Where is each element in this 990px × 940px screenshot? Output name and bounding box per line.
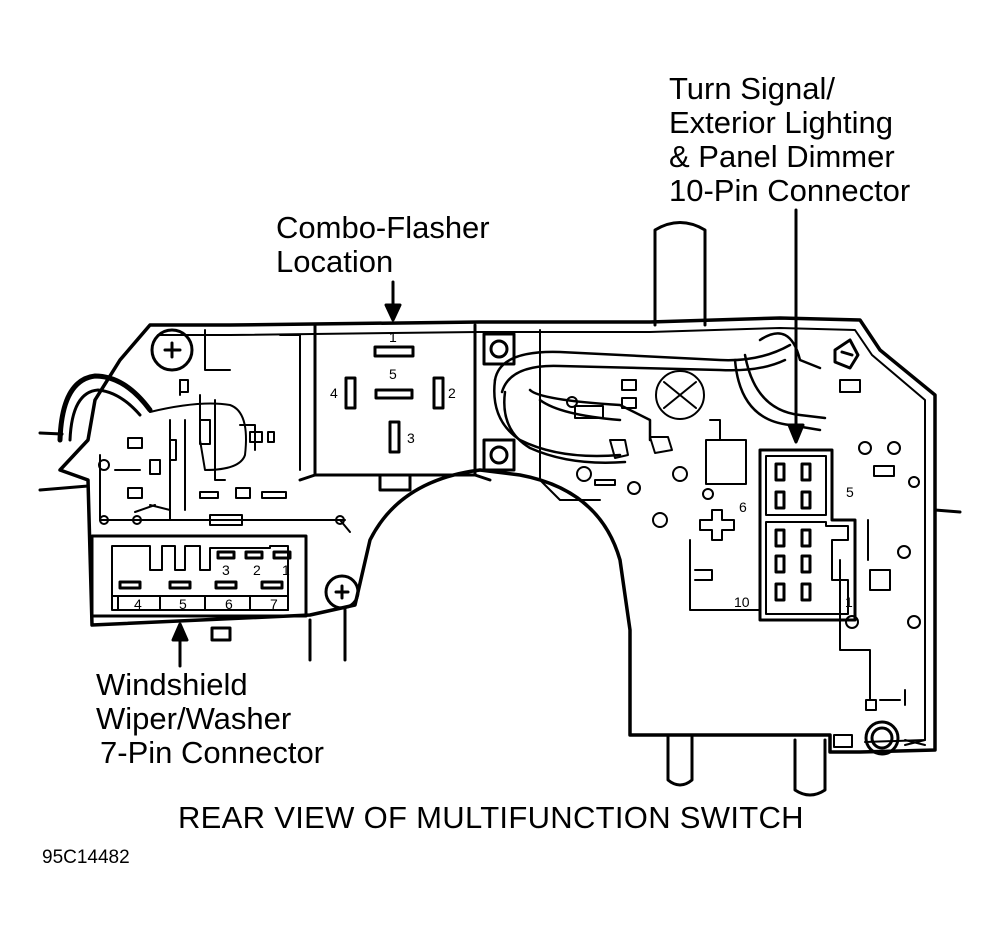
left-cable-upper [38, 431, 64, 436]
connector-foot [210, 626, 232, 642]
turn-pin-5: 5 [846, 484, 854, 500]
center-board-components [539, 329, 761, 611]
left-board-traces [98, 329, 351, 533]
callout-line: 10-Pin Connector [669, 173, 911, 208]
lower-left-shaft [666, 733, 694, 787]
callout-line: Location [276, 244, 394, 279]
housing-inner-outline [157, 327, 926, 743]
wiper-pin-7: 7 [270, 596, 278, 612]
callout-line: & Panel Dimmer [669, 139, 895, 174]
callout-line: Wiper/Washer [96, 701, 292, 736]
left-cable-lower [38, 484, 90, 492]
flasher-pin-2: 2 [448, 385, 456, 401]
turn-signal-arrowhead [787, 423, 805, 444]
wiper-pin-2: 2 [253, 562, 261, 578]
screw-boss-center-left [482, 332, 516, 472]
wiper-pin-3: 3 [222, 562, 230, 578]
flasher-pin-3: 3 [407, 430, 415, 446]
wiper-pin-6: 6 [225, 596, 233, 612]
callout-line: Combo-Flasher [276, 210, 490, 245]
turn-signal-callout: Turn Signal/ Exterior Lighting & Panel D… [669, 72, 910, 208]
figure-code: 95C14482 [42, 847, 130, 868]
combo-flasher-callout: Combo-Flasher Location [276, 211, 490, 279]
callout-line: Turn Signal/ [669, 71, 835, 106]
upper-shaft [653, 221, 707, 327]
right-board-components [833, 379, 926, 748]
wiper-pin-5: 5 [179, 596, 187, 612]
flasher-pin-4: 4 [330, 385, 338, 401]
wiper-washer-connector [90, 534, 308, 618]
flasher-pin-1: 1 [389, 329, 397, 345]
harness-loop [57, 373, 153, 443]
pin-labels: 1 2 3 4 5 1 2 3 4 5 6 7 5 6 10 1 [134, 329, 854, 612]
right-cable [933, 508, 962, 514]
flasher-pin-5: 5 [389, 366, 397, 382]
wiper-arrowhead [171, 622, 189, 642]
screw-boss-top-right [833, 338, 860, 370]
turn-pin-1: 1 [845, 594, 853, 610]
figure-caption: REAR VIEW OF MULTIFUNCTION SWITCH [178, 800, 804, 835]
combo-flasher-block [298, 323, 492, 492]
turn-signal-connector [758, 448, 857, 622]
screw-boss-bottom-right [864, 720, 900, 756]
callout-line: 7-Pin Connector [100, 735, 325, 770]
callout-line: Exterior Lighting [669, 105, 894, 140]
harness-loop-inner [68, 388, 142, 442]
turn-pin-10: 10 [734, 594, 750, 610]
wiper-washer-callout: Windshield Wiper/Washer 7-Pin Connector [96, 668, 324, 770]
wiper-pin-4: 4 [134, 596, 142, 612]
screw-boss-top-left [150, 328, 194, 372]
callout-line: Windshield [96, 667, 248, 702]
turn-pin-6: 6 [739, 499, 747, 515]
wiper-pin-1: 1 [282, 562, 290, 578]
screw-boss-bottom-left [324, 574, 360, 610]
lower-right-shaft [793, 738, 827, 797]
center-wire-bundle [493, 332, 827, 464]
combo-flasher-arrowhead [384, 303, 402, 322]
